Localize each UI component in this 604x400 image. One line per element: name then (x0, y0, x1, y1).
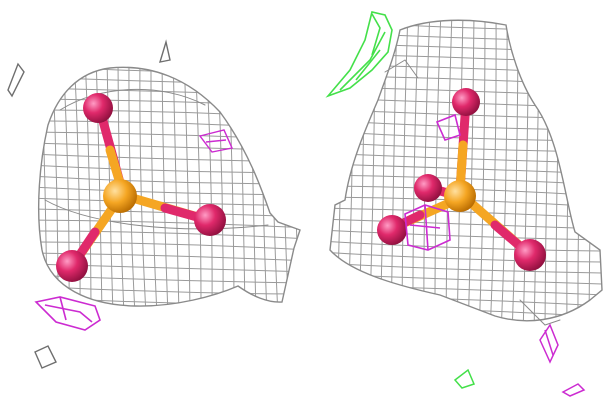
right-ligand-atom-left (377, 215, 407, 245)
left-center-atom (103, 179, 137, 213)
left-molecule (56, 93, 226, 282)
right-molecule (377, 88, 546, 271)
right-positive-density-blob (325, 11, 393, 98)
right-ligand-atom-back (414, 174, 442, 202)
left-negative-density-blob (34, 296, 101, 331)
left-stray-mesh-fragments (7, 39, 171, 369)
right-center-atom (444, 180, 476, 212)
left-ligand-atom-right (194, 204, 226, 236)
right-ligand-atom-right (514, 239, 546, 271)
right-ligand-atom-top (452, 88, 480, 116)
left-negative-density-small (198, 129, 233, 153)
right-stray-fragments (453, 323, 586, 397)
right-negative-density-blob (404, 113, 461, 251)
left-ligand-atom-bottom (56, 250, 88, 282)
left-ligand-atom-top (83, 93, 113, 123)
